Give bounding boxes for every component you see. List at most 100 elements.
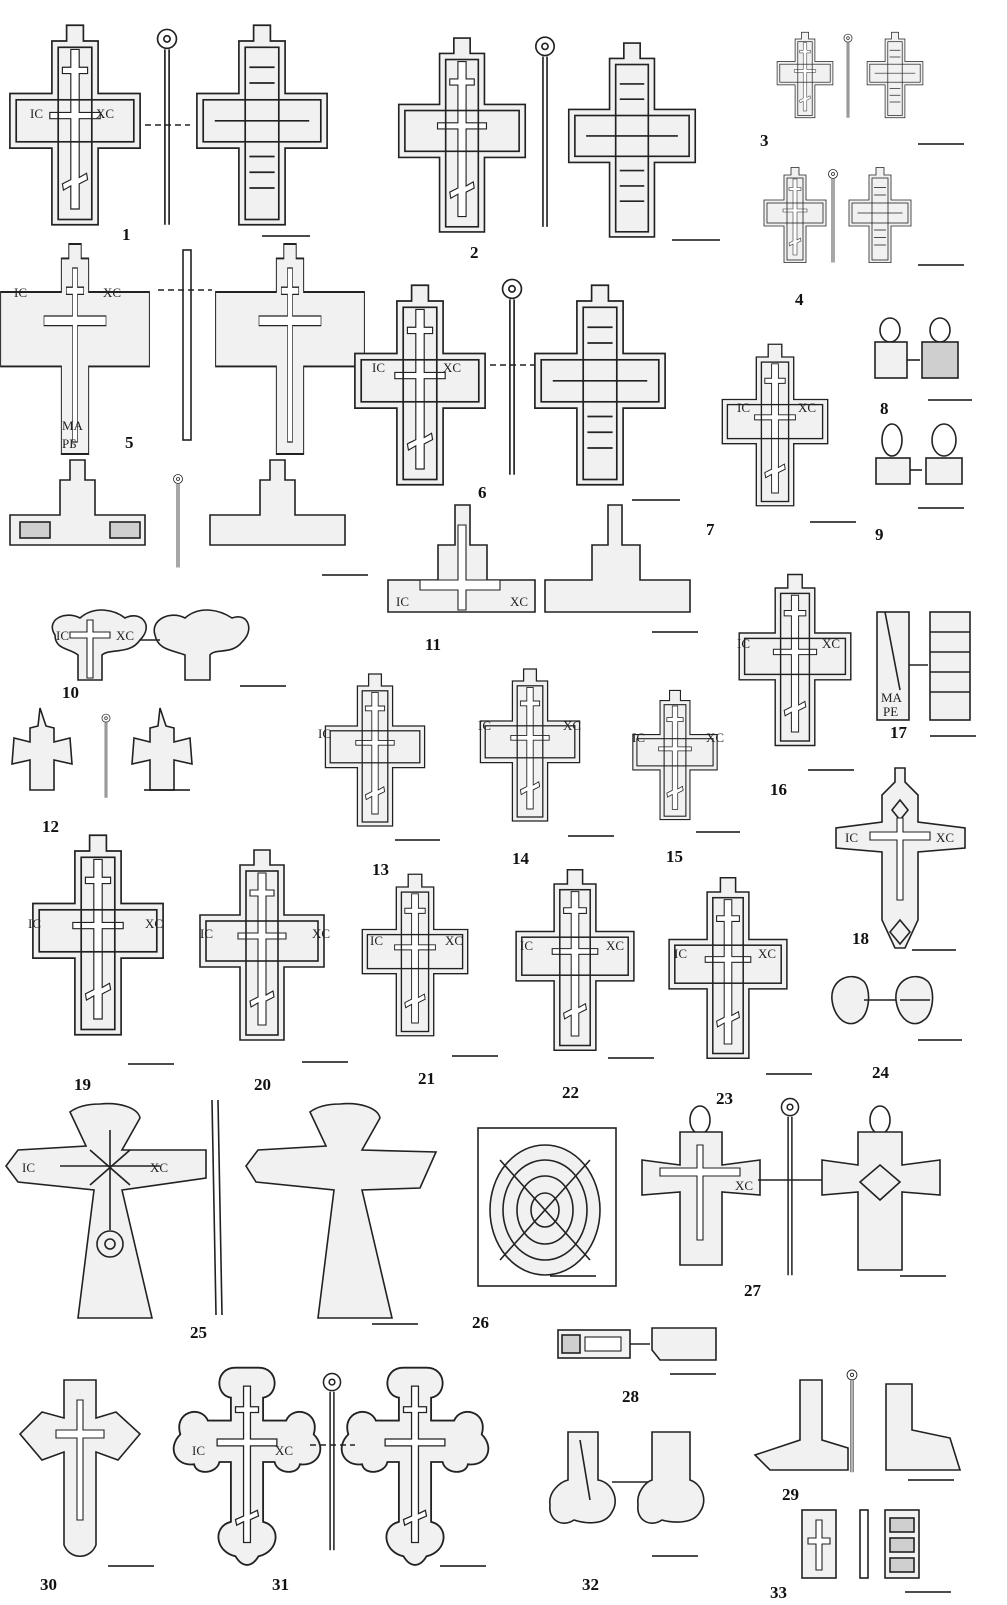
figure-number-15: 15 <box>666 847 683 866</box>
cross-5b-reverse <box>209 459 346 546</box>
figure-number-33: 33 <box>770 1583 787 1602</box>
cross-1-xc-label: XC <box>96 106 114 121</box>
cross-1-ic-label: IC <box>30 106 43 121</box>
cross-5b-obverse <box>9 459 146 546</box>
cross-31-profile <box>322 1372 342 1552</box>
cross-25-obverse <box>5 1102 207 1319</box>
figure-number-18: 18 <box>852 929 869 948</box>
cross-27-profile <box>780 1097 800 1277</box>
figure-number-12: 12 <box>42 817 59 836</box>
cross-25-profile <box>211 1099 217 1316</box>
cross-27-xc-label: XC <box>735 1178 753 1193</box>
cross-11-ic-label: IC <box>396 594 409 609</box>
cross-19-obverse <box>32 834 164 1036</box>
cross-5-reverse <box>214 243 366 455</box>
cross-7-xc-label: XC <box>798 400 816 415</box>
cross-1-reverse <box>196 24 328 226</box>
figure-number-6: 6 <box>478 483 487 502</box>
figure-number-2: 2 <box>470 243 479 262</box>
cross-11-obverse <box>387 504 536 613</box>
cross-12-obverse <box>11 707 73 791</box>
figure-number-11: 11 <box>425 635 441 654</box>
cross-2-obverse <box>397 37 527 233</box>
cross-6-profile <box>501 278 523 476</box>
pendant-8 <box>874 317 959 379</box>
cross-5-ma-label: MA <box>62 418 84 433</box>
cross-10-obverse <box>51 609 147 681</box>
cross-27-obverse <box>641 1105 761 1266</box>
fragment-24 <box>831 975 934 1025</box>
figure-number-5: 5 <box>125 433 134 452</box>
figure-number-14: 14 <box>512 849 530 868</box>
cross-15-xc-label: XC <box>706 730 724 745</box>
cross-16-ic-label: IC <box>737 636 750 651</box>
cross-15-obverse <box>632 689 718 821</box>
cross-6-ic-label: IC <box>372 360 385 375</box>
pendant-9 <box>875 423 963 485</box>
figure-number-27: 27 <box>744 1281 762 1300</box>
fragment-29 <box>753 1369 962 1473</box>
cross-10-reverse <box>153 609 250 681</box>
cross-23-obverse <box>668 876 788 1060</box>
cross-18-obverse <box>835 767 966 949</box>
cross-1-obverse <box>9 24 141 226</box>
figure-number-7: 7 <box>706 520 715 539</box>
figure-number-1: 1 <box>122 225 131 244</box>
figure-number-16: 16 <box>770 780 787 799</box>
cross-5-xc-label: XC <box>103 285 121 300</box>
figure-number-20: 20 <box>254 1075 271 1094</box>
cross-7-obverse <box>721 343 829 507</box>
figure-number-32: 32 <box>582 1575 599 1594</box>
plaque-26 <box>477 1127 617 1287</box>
figure-number-29: 29 <box>782 1485 799 1504</box>
cross-25-xc-label: XC <box>150 1160 168 1175</box>
cross-10-ic-label: IC <box>56 628 69 643</box>
cross-19-ic-label: IC <box>28 916 41 931</box>
cross-25-reverse <box>245 1102 438 1319</box>
cross-20-xc-label: XC <box>312 926 330 941</box>
cross-25-profile-edge <box>217 1099 223 1316</box>
fragment-17 <box>876 611 971 721</box>
cross-4-obverse <box>763 167 827 263</box>
figure-number-24: 24 <box>872 1063 890 1082</box>
cross-30-obverse <box>18 1379 142 1558</box>
cross-12-profile <box>101 713 111 799</box>
cross-12-reverse <box>131 707 193 791</box>
cross-6-obverse <box>354 284 486 486</box>
cross-2-profile <box>535 36 555 228</box>
figure-number-17: 17 <box>890 723 908 742</box>
cross-13-ic-label: IC <box>318 726 331 741</box>
cross-16-obverse <box>738 573 852 747</box>
cross-10-xc-label: XC <box>116 628 134 643</box>
cross-14-obverse <box>479 668 581 822</box>
figure-number-25: 25 <box>190 1323 207 1342</box>
cross-11-xc-label: XC <box>510 594 528 609</box>
cross-22-obverse <box>515 868 635 1052</box>
fragment-32 <box>549 1431 705 1524</box>
cross-3-profile <box>843 33 853 119</box>
cross-22-xc-label: XC <box>606 938 624 953</box>
cross-1-profile <box>156 28 178 226</box>
figure-number-8: 8 <box>880 399 889 418</box>
cross-20-obverse <box>199 849 325 1041</box>
figure-number-19: 19 <box>74 1075 91 1094</box>
cross-21-xc-label: XC <box>445 933 463 948</box>
figure-number-22: 22 <box>562 1083 579 1102</box>
cross-14-ic-label: IC <box>478 718 491 733</box>
cross-7-ic-label: IC <box>737 400 750 415</box>
fragment-17-re-label: РЕ <box>883 704 898 719</box>
cross-27-reverse <box>821 1105 941 1271</box>
cross-2-reverse <box>567 42 697 238</box>
cross-13-obverse <box>324 673 426 827</box>
cross-31-obverse <box>172 1366 322 1566</box>
cross-3-reverse <box>866 31 924 119</box>
cross-23-xc-label: XC <box>758 946 776 961</box>
figure-number-28: 28 <box>622 1387 639 1406</box>
cross-19-xc-label: XC <box>145 916 163 931</box>
figure-number-4: 4 <box>795 290 804 309</box>
figure-number-3: 3 <box>760 131 769 150</box>
figure-number-9: 9 <box>875 525 884 544</box>
cross-31-ic-label: IC <box>192 1443 205 1458</box>
cross-23-ic-label: IC <box>674 946 687 961</box>
